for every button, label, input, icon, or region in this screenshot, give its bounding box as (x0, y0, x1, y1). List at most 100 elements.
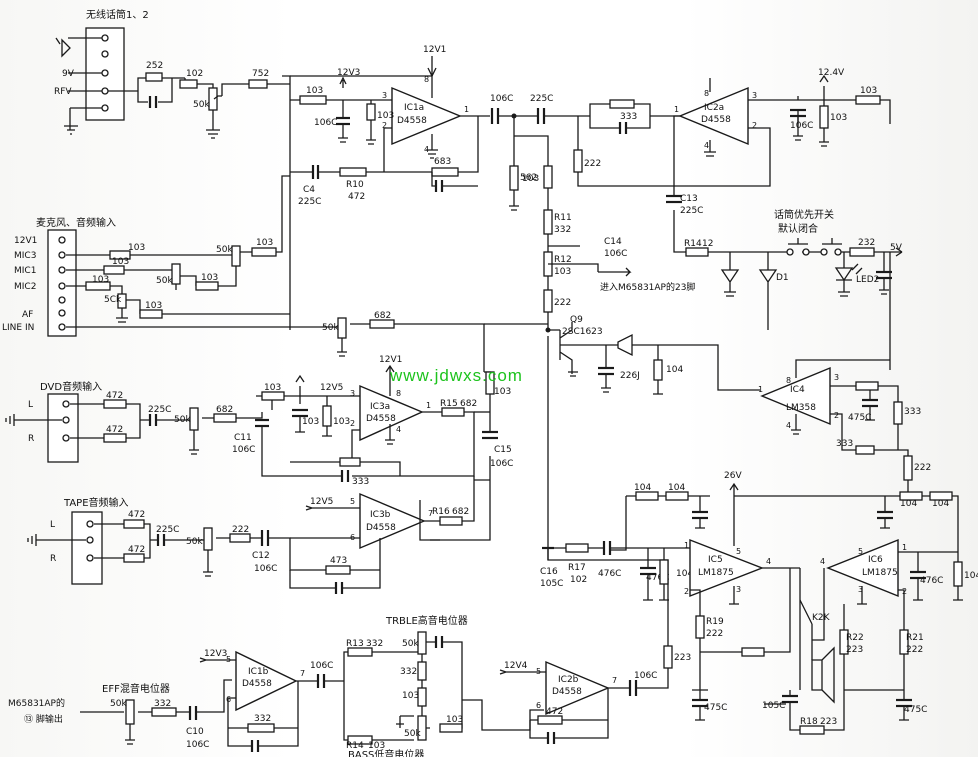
label-c14: C14 (604, 237, 622, 247)
label-ic4-475c: 475C (848, 413, 871, 423)
label-r10: R10 (346, 180, 364, 190)
label-r14b: R14 (346, 741, 364, 751)
label-r21-value: 222 (906, 645, 923, 655)
mic-pin-mic3: MIC3 (14, 251, 36, 261)
antenna-icon (55, 37, 71, 58)
label-line-50k: 50k (322, 323, 339, 333)
label-ic3-103b: 103 (302, 417, 319, 427)
label-r102: 102 (186, 69, 203, 79)
svg-text:2: 2 (834, 411, 839, 420)
label-r14-value: 12 (702, 239, 713, 249)
label-c106c-ic1: 106C (314, 118, 337, 128)
pot-5ck (117, 293, 127, 309)
svg-text:5: 5 (736, 547, 741, 556)
label-c12-value: 106C (254, 564, 277, 574)
label-c476a: 476C (598, 569, 621, 579)
label-r232: 232 (858, 238, 875, 248)
tape-input-title: TAPE音频输入 (63, 496, 129, 509)
svg-text:8: 8 (786, 376, 791, 385)
label-c476b: 476C (646, 573, 669, 583)
svg-text:1: 1 (758, 385, 763, 394)
label-c11: C11 (234, 433, 252, 443)
mic-input-block: 麦克风、音频输入 12V1 MIC3 MIC1 MIC2 AF LINE IN … (2, 175, 548, 541)
svg-text:1: 1 (684, 541, 689, 550)
svg-text:7: 7 (428, 509, 433, 518)
label-r15-value: 682 (460, 399, 477, 409)
label-dvd-50k: 50k (174, 415, 191, 425)
svg-text:8: 8 (704, 89, 709, 98)
label-r472-ic2b: 472 (546, 707, 563, 717)
mic-pin-line-in: LINE IN (2, 323, 34, 333)
rail-12v1-top: 12V1 (423, 45, 446, 55)
svg-text:2: 2 (684, 587, 689, 596)
m6-output-label-1: M65831AP的 (8, 697, 65, 709)
label-50k-wireless: 50k (193, 100, 210, 110)
label-eff-332: 332 (154, 699, 171, 709)
label-treble-103: 103 (402, 691, 419, 701)
mic-pin-12v1: 12V1 (14, 236, 37, 246)
label-mic-5ck: 5Ck (104, 295, 122, 305)
ic4-part: LM358 (786, 403, 816, 413)
mic-pin-mic2: MIC2 (14, 282, 36, 292)
ic5-part: LM1875 (698, 568, 734, 578)
eff-pot-label: EFF混音电位器 (102, 682, 170, 695)
label-r12: R12 (554, 255, 572, 265)
label-bass-50k: 50k (404, 729, 421, 739)
label-r18: R18 (800, 717, 818, 727)
svg-text:4: 4 (396, 425, 401, 434)
label-r222-ic2: 222 (584, 159, 601, 169)
dvd-pin-r: R (28, 434, 34, 444)
label-amp-104a: 104 (634, 483, 651, 493)
svg-text:7: 7 (612, 676, 617, 685)
label-r473: 473 (330, 556, 347, 566)
label-r103-c15: 103 (494, 387, 511, 397)
ic3b-part: D4558 (366, 523, 396, 533)
label-r13: R13 (346, 639, 364, 649)
pot-50k-wireless (208, 87, 218, 111)
svg-text:4: 4 (704, 141, 709, 150)
label-c106c-ic1b: 106C (310, 661, 333, 671)
ic3b-opamp (359, 492, 426, 550)
ic2b-part: D4558 (552, 687, 582, 697)
label-mic-103f: 103 (145, 301, 162, 311)
svg-text:5: 5 (858, 547, 863, 556)
label-c13-value: 225C (680, 206, 703, 216)
label-r17-value: 102 (570, 575, 587, 585)
label-ic4-333a: 333 (904, 407, 921, 417)
rail-26v: 26V (724, 471, 742, 481)
wireless-pin-9v: 9V (62, 69, 75, 79)
rail-12v3-top: 12V3 (337, 68, 360, 78)
svg-text:1: 1 (902, 543, 907, 552)
label-c476c: 476C (920, 576, 943, 586)
label-eff-50k: 50k (110, 699, 127, 709)
pot-line-50k (337, 317, 347, 339)
rail-12v3-eff: 12V3 (204, 649, 227, 659)
label-r683: 683 (434, 157, 451, 167)
label-led2: LED2 (856, 275, 879, 285)
svg-text:3: 3 (858, 585, 863, 594)
ic1a-opamp (391, 86, 462, 146)
label-r19: R19 (706, 617, 724, 627)
mic-input-title: 麦克风、音频输入 (36, 216, 116, 229)
eff-block: EFF混音电位器 M65831AP的 ⑬ 脚输出 50k 332 C10 106… (8, 336, 691, 757)
pot-tape-50k (203, 527, 213, 551)
label-c106c-ic2b: 106C (634, 671, 657, 681)
svg-text:3: 3 (834, 373, 839, 382)
label-dvd-225c: 225C (148, 405, 171, 415)
ic3a-name: IC3a (370, 402, 390, 412)
ic2b-name: IC2b (558, 675, 579, 685)
label-r332-ic1b: 332 (254, 714, 271, 724)
ic5-name: IC5 (708, 555, 723, 565)
ic4-name: IC4 (790, 385, 805, 395)
switch-button-2 (822, 238, 842, 245)
label-r104-ic5: 104 (676, 569, 693, 579)
label-r103-ic1: 103 (306, 86, 323, 96)
label-amp-104b: 104 (668, 483, 685, 493)
rail-12v5-a: 12V5 (320, 383, 343, 393)
mic-pin-mic1: MIC1 (14, 266, 36, 276)
diode-icon (720, 252, 740, 297)
label-ic4-333b: 333 (836, 439, 853, 449)
label-c16-value: 105C (540, 579, 563, 589)
wireless-mic-block: 9V RFV 252 102 50k 752 无线话筒1、2 (54, 8, 282, 139)
